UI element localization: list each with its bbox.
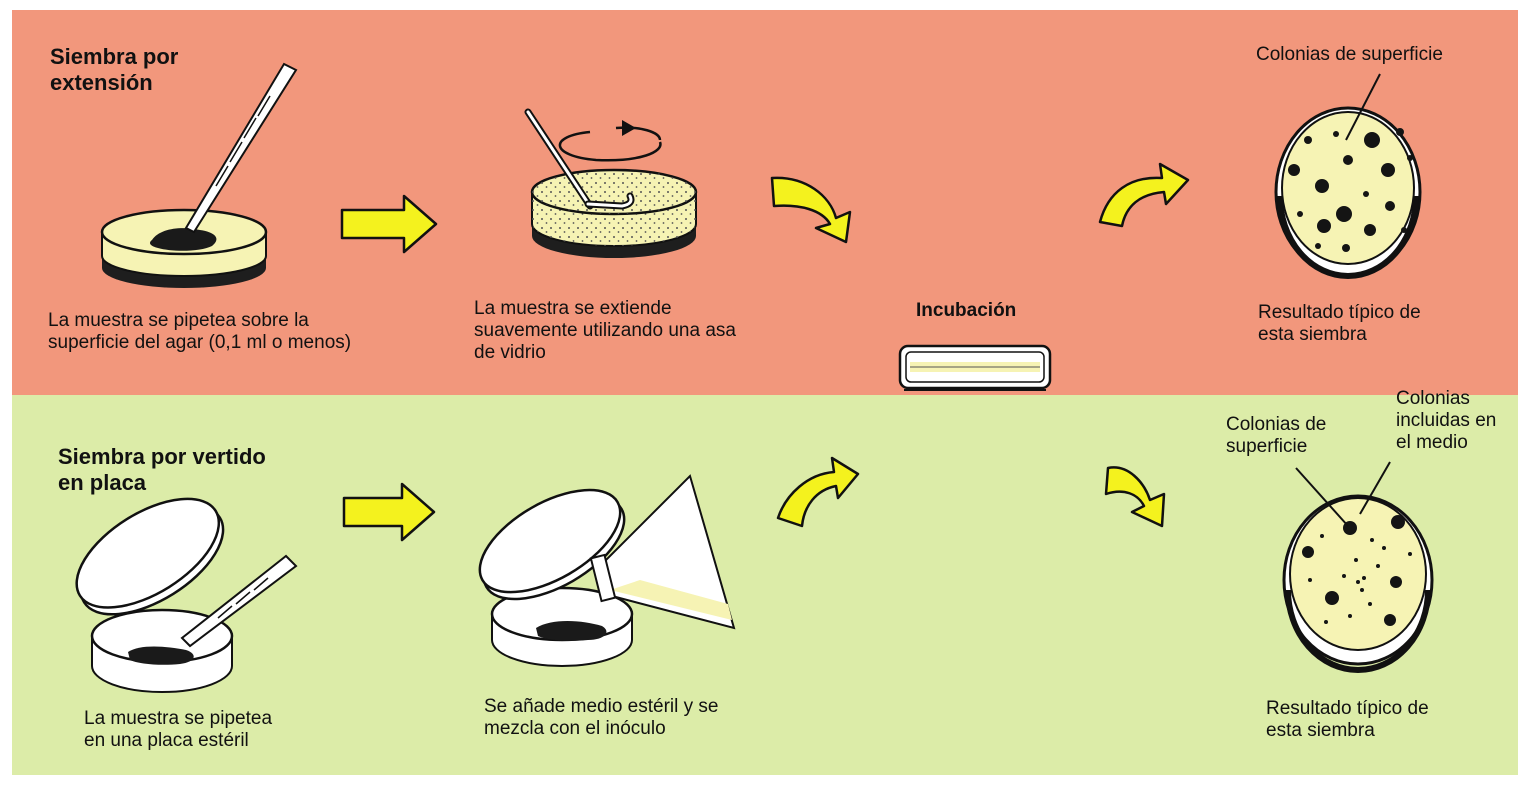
result-plate-pour-colonies — [1282, 461, 1434, 673]
agar-plate-dotted — [530, 168, 698, 258]
curved-arrow-up-icon — [776, 456, 860, 528]
incubation-plate — [898, 344, 1052, 391]
curved-arrow-down-icon — [1104, 466, 1166, 528]
curved-arrow-down-icon — [770, 176, 852, 244]
flask-pouring-icon — [589, 474, 736, 630]
arrow-right-icon — [342, 482, 436, 542]
sample-blob — [150, 228, 217, 251]
pipette-icon — [180, 554, 298, 648]
surface-colonies-label: Colonias de superficie — [1256, 44, 1443, 65]
arrow-right-icon — [340, 194, 438, 254]
incubation-label: Incubación — [916, 300, 1017, 321]
result-plate-surface-colonies — [1274, 73, 1422, 279]
glass-spreader-icon — [524, 108, 635, 210]
pipette-icon — [184, 62, 298, 234]
top-band — [12, 10, 1518, 395]
agar-plate-with-sample — [100, 208, 268, 288]
open-petri-dish-pouring — [478, 488, 634, 667]
curved-arrow-up-icon — [1098, 162, 1190, 228]
rotation-arrow-icon — [558, 120, 662, 162]
open-petri-dish-with-sample — [75, 497, 234, 693]
